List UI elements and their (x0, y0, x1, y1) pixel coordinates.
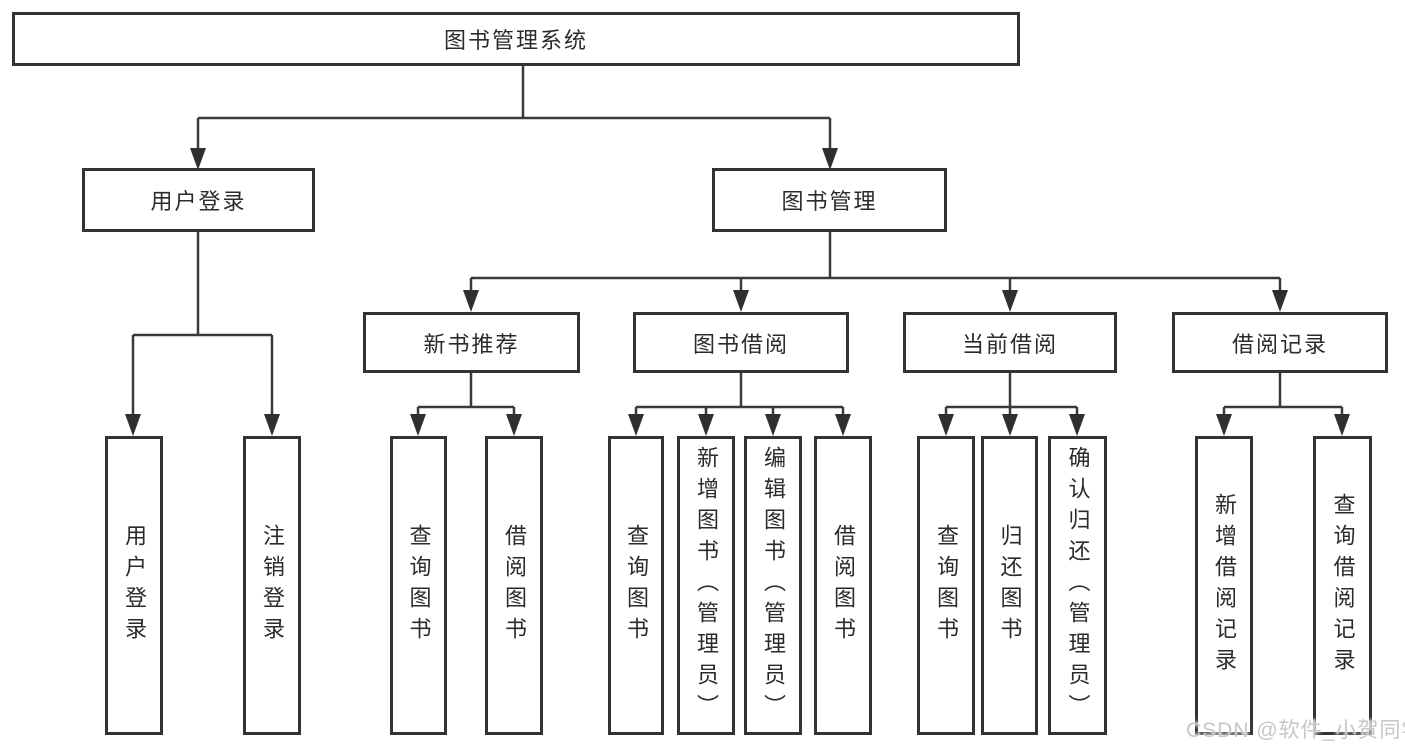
leaf-current-confirm-return-admin: 确认归还（管理员） (1048, 436, 1107, 735)
node-book-borrow: 图书借阅 (633, 312, 849, 373)
leaf-logout: 注销登录 (243, 436, 301, 735)
leaf-borrow-borrow-book: 借阅图书 (814, 436, 872, 735)
node-user-login: 用户登录 (82, 168, 315, 232)
node-new-book-recommend: 新书推荐 (363, 312, 580, 373)
connector-user-login (131, 232, 274, 414)
leaf-record-query-borrow-record: 查询借阅记录 (1313, 436, 1372, 735)
node-borrow-record: 借阅记录 (1172, 312, 1388, 373)
leaf-borrow-query-book: 查询图书 (608, 436, 664, 735)
connector-root (196, 66, 832, 148)
csdn-watermark: CSDN @软件_小贺同学 (1186, 719, 1405, 742)
leaf-current-return-book: 归还图书 (981, 436, 1038, 735)
connector-borrow-record (1222, 373, 1344, 414)
connector-new-book-recommend (416, 373, 516, 414)
connector-current-borrow (944, 373, 1079, 414)
leaf-recommend-borrow-book: 借阅图书 (485, 436, 543, 735)
node-book-management: 图书管理 (712, 168, 947, 232)
leaf-borrow-edit-book-admin: 编辑图书（管理员） (744, 436, 802, 735)
leaf-borrow-add-book-admin: 新增图书（管理员） (677, 436, 735, 735)
leaf-recommend-query-book: 查询图书 (390, 436, 447, 735)
leaf-current-query-book: 查询图书 (917, 436, 975, 735)
node-current-borrow: 当前借阅 (903, 312, 1117, 373)
connector-book-borrow (634, 373, 845, 414)
leaf-user-login: 用户登录 (105, 436, 163, 735)
leaf-record-add-borrow-record: 新增借阅记录 (1195, 436, 1253, 735)
connector-book-management (469, 232, 1282, 290)
node-root-system: 图书管理系统 (12, 12, 1020, 66)
arrowheads (125, 148, 1350, 436)
